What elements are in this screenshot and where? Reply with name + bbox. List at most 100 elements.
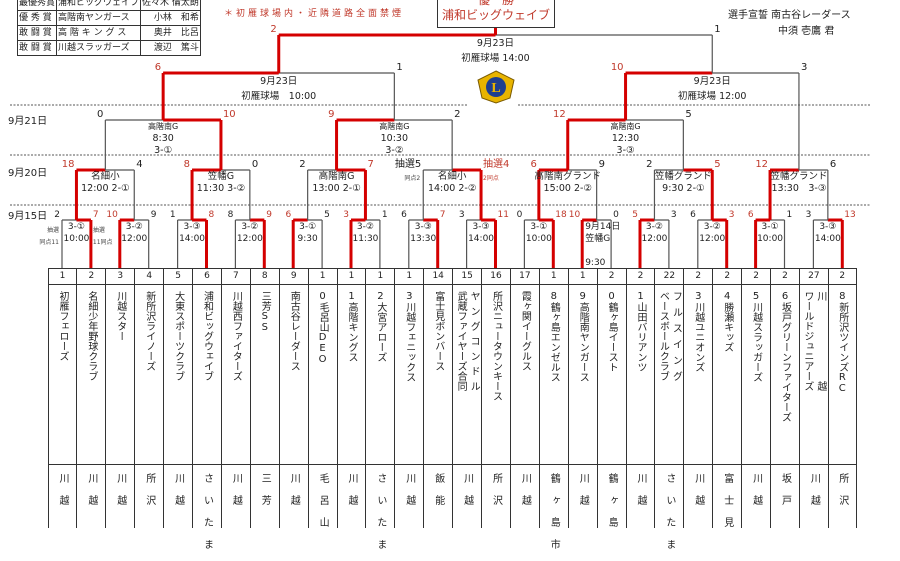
team-name: 新所沢ライノーズ xyxy=(135,285,164,465)
team-name: 1高階キングス xyxy=(337,285,366,465)
match-info: 9:30 xyxy=(585,258,605,268)
match-info: 12:30 xyxy=(612,133,639,144)
team-location: 毛呂山 xyxy=(317,473,329,539)
team-number: 1 xyxy=(366,268,395,285)
match-info: 9月23日 xyxy=(260,76,297,87)
match-info: 笠幡G xyxy=(585,232,610,244)
award-player: 渡辺 篤斗 xyxy=(140,40,201,56)
champion-label: 優 勝 xyxy=(477,0,514,7)
score-right: 3 xyxy=(671,210,677,220)
award-row: 敢 闘 賞川越スラッガーズ渡辺 篤斗 xyxy=(16,40,201,56)
note-left: 同点2 xyxy=(404,174,420,182)
match-info: 笠幡グランド xyxy=(655,170,712,182)
team-number: 2 xyxy=(77,268,106,285)
team-number: 5 xyxy=(164,268,193,285)
score-left: 6 xyxy=(401,210,407,220)
score-right: 5 xyxy=(714,159,720,170)
score-right: 3 xyxy=(729,210,735,220)
team-number: 15 xyxy=(453,268,482,285)
match-info: 11:30 3-② xyxy=(197,183,245,194)
team-number: 2 xyxy=(771,268,799,285)
match-info: 初雁球場 12:00 xyxy=(678,90,746,102)
score-right: 3 xyxy=(801,62,807,73)
team-location: 川越 xyxy=(403,473,415,517)
team-name: 名細少年野球クラブ xyxy=(77,285,106,465)
date-label-round1: 9月15日 xyxy=(8,211,48,222)
team-number: 4 xyxy=(135,268,164,285)
match-info: 10:00 xyxy=(526,234,552,244)
team-name: 9高階南ヤンガース xyxy=(568,285,597,465)
score-left: 3 xyxy=(459,210,465,220)
score-left: 12 xyxy=(755,159,768,170)
note-right: 11同点 xyxy=(93,238,113,246)
team-number: 3 xyxy=(106,268,135,285)
team-number: 1 xyxy=(48,268,77,285)
team-location: 川越 xyxy=(288,473,300,517)
team-name: 8新所沢ツインズRC xyxy=(828,285,856,465)
match-info: 13:00 2-① xyxy=(312,183,360,194)
score-left: 8 xyxy=(228,210,234,220)
team-number: 2 xyxy=(828,268,856,285)
score-left: 3 xyxy=(806,210,812,220)
score-right: 9 xyxy=(266,210,272,220)
score-right: 6 xyxy=(830,159,836,170)
team-location: 川越 xyxy=(230,473,242,517)
team-location: 川越 xyxy=(692,473,704,517)
team-name: 1山田バリアンツ xyxy=(626,285,655,465)
team-location: 川越 xyxy=(808,473,820,517)
score-left: 2 xyxy=(270,24,276,35)
team-location: さいたま xyxy=(663,473,675,561)
match-info: 笠幡グランド xyxy=(770,170,827,182)
match-info: 高階南G xyxy=(610,121,640,131)
team-number: 2 xyxy=(684,268,713,285)
note-right: 抽選 xyxy=(93,226,105,234)
match-info: 名細小 xyxy=(438,170,467,182)
team-location: 鶴ヶ島 xyxy=(606,473,618,539)
team-name: 2大宮アローズ xyxy=(366,285,395,465)
match-info: 3-③ xyxy=(184,222,201,232)
team-name: 0毛呂山DEO xyxy=(308,285,337,465)
team-location: 川越 xyxy=(519,473,531,517)
award-player: 小林 和希 xyxy=(140,10,201,26)
team-number: 2 xyxy=(713,268,742,285)
team-name: 川越西ファイターズ xyxy=(221,285,250,465)
team-name: 大東スポーツクラブ xyxy=(164,285,193,465)
team-number: 1 xyxy=(539,268,568,285)
score-right: 0 xyxy=(613,210,619,220)
match-info: 14:00 xyxy=(179,234,205,244)
team-location: 川越 xyxy=(114,473,126,517)
note-left: 抽選 xyxy=(47,226,59,234)
team-number: 6 xyxy=(193,268,221,285)
team-name: 6坂戸グリーンファイターズ xyxy=(771,285,799,465)
score-left: 2 xyxy=(54,210,60,220)
team-number: 8 xyxy=(250,268,279,285)
score-left: 0 xyxy=(517,210,523,220)
match-info: 14:00 xyxy=(815,234,841,244)
match-info: 14:00 xyxy=(468,234,494,244)
score-right: 2 xyxy=(454,109,460,120)
score-left: 3 xyxy=(343,210,349,220)
score-left: 1 xyxy=(170,210,176,220)
match-info: 3-② xyxy=(646,222,663,232)
team-number: 27 xyxy=(799,268,828,285)
match-info: 13:30 xyxy=(410,234,436,244)
champion-box: 優 勝 浦和ビッグウェイブ xyxy=(437,0,555,28)
score-right: 9 xyxy=(151,210,157,220)
team-name: 富士見ボンバース xyxy=(424,285,453,465)
team-location: さいたま xyxy=(374,473,386,561)
oath-team: 選手宣誓 南古谷レーダース xyxy=(728,10,851,21)
